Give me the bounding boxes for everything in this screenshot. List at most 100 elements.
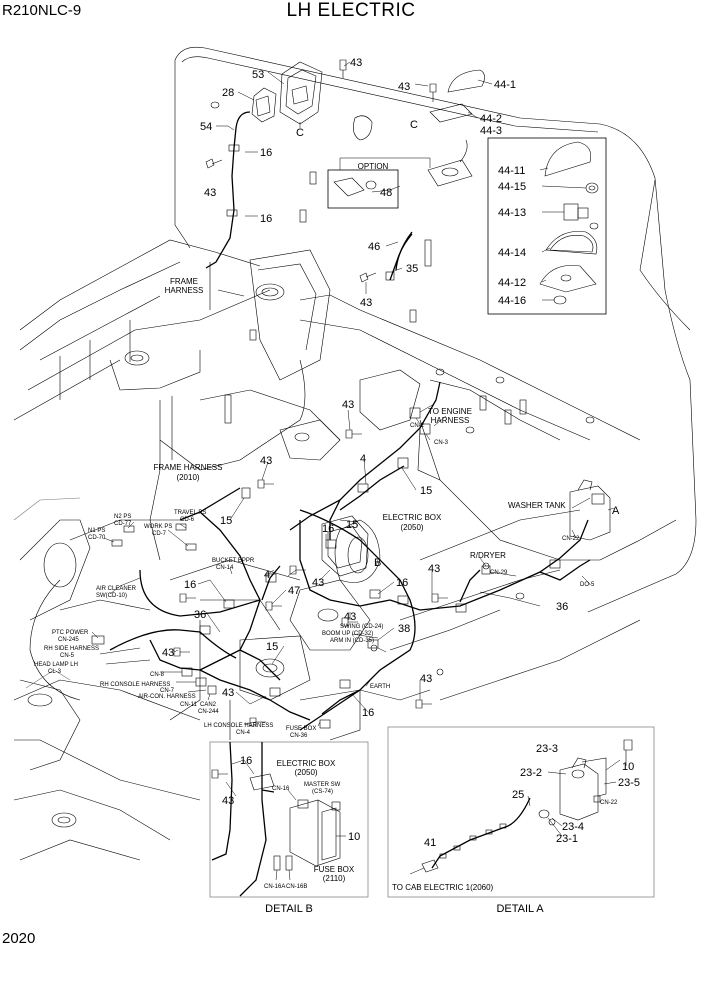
boom-up-label: BOOM UP (CD-32): [322, 631, 373, 637]
air-con-label: AIR-CON. HARNESS: [138, 694, 196, 700]
callout-15-b: 15: [220, 515, 232, 527]
callout-c-b: C: [410, 119, 418, 131]
washer-tank-label: WASHER TANK: [508, 501, 566, 510]
cd7-label: CD-7: [152, 531, 167, 537]
callout-43-detail-b: 43: [222, 795, 234, 807]
detail-a-box: [387, 726, 655, 898]
callout-4-a: 4: [360, 453, 366, 465]
callout-44-11: 44-11: [498, 165, 525, 177]
cn16a-label: CN-16A: [264, 884, 285, 890]
callout-44-15: 44-15: [498, 181, 526, 193]
cn3-label: CN-3: [434, 440, 449, 446]
part-44-detail-box: [487, 137, 607, 315]
lh-console-label: LH CONSOLE HARNESS: [204, 723, 273, 729]
cn16b-label: CN-16B: [286, 884, 307, 890]
cn29-label: CN-29: [490, 570, 508, 576]
callout-23-5: 23-5: [618, 777, 640, 789]
callout-16-e: 16: [184, 579, 196, 591]
callout-10-detail-b: 10: [348, 831, 360, 843]
rh-console-label: RH CONSOLE HARNESS: [100, 682, 170, 688]
cn244-label: CN-244: [198, 709, 219, 715]
cn245-label: CN-245: [58, 637, 79, 643]
callout-46: 46: [368, 241, 380, 253]
detail-a-cn22-label: CN-22: [600, 800, 618, 806]
callout-35: 35: [406, 263, 418, 275]
callout-44-2: 44-2: [480, 113, 502, 125]
callout-43-f: 43: [260, 455, 272, 467]
detail-b-drawing: [211, 741, 346, 897]
r-dryer-label: R/DRYER: [470, 551, 506, 560]
detail-b-box: [209, 741, 369, 898]
callout-16-f: 16: [362, 707, 374, 719]
electric-box-number: (2050): [400, 523, 423, 532]
cn8-label: CN-8: [150, 672, 165, 678]
component-drawings: [251, 61, 611, 577]
cn36-label: CN-36: [290, 733, 308, 739]
callout-44-3: 44-3: [480, 125, 502, 137]
callout-10-detail-a: 10: [622, 761, 634, 773]
callout-53: 53: [252, 69, 264, 81]
callout-43-b: 43: [204, 187, 216, 199]
callout-15-c: 15: [346, 519, 358, 531]
callout-23-4: 23-4: [562, 821, 584, 833]
work-ps-label: WORK PS: [144, 524, 172, 530]
detail-b-cn16-label: CN-16: [272, 786, 290, 792]
text-labels: FRAME HARNESS TO ENGINE HARNESS CN-2 CN-…: [34, 277, 618, 915]
arm-in-label: ARM IN (CD-35): [330, 638, 374, 644]
ptc-power-label: PTC POWER: [52, 630, 89, 636]
frame-harness-2010-label-2: (2010): [176, 473, 199, 482]
n1ps-label: N1 PS: [88, 528, 105, 534]
callout-43-g: 43: [312, 577, 324, 589]
cn7-label: CN-7: [160, 688, 175, 694]
detail-a-title: DETAIL A: [496, 903, 544, 915]
callout-25: 25: [512, 789, 524, 801]
earth-label: EARTH: [370, 684, 390, 690]
fuse-box-number: (2110): [323, 874, 346, 883]
callout-16-a: 16: [260, 147, 272, 159]
cn22-label: CN-22: [562, 536, 580, 542]
callout-44-14: 44-14: [498, 247, 526, 259]
callout-b: B: [374, 557, 381, 569]
to-engine-label-1: TO ENGINE: [428, 407, 472, 416]
n2ps-label: N2 PS: [114, 514, 131, 520]
master-sw-label: MASTER SW: [304, 782, 341, 788]
callout-43-i: 43: [344, 611, 356, 623]
callout-23-1: 23-1: [556, 833, 578, 845]
detail-a-drawing: [409, 739, 633, 875]
cl3-label: CL-3: [48, 669, 62, 675]
frame-harness-label-2: HARNESS: [165, 286, 204, 295]
detail-b-title: DETAIL B: [265, 903, 313, 915]
can2-label: CAN2: [200, 702, 217, 708]
air-cleaner-label: AIR CLEANER: [96, 586, 137, 592]
callout-44-1: 44-1: [494, 79, 516, 91]
cn11-label: CN-11: [180, 702, 198, 708]
cd70-label: CD-70: [88, 535, 106, 541]
callout-43-c: 43: [398, 81, 410, 93]
cn5-label: CN-5: [60, 653, 75, 659]
to-cab-label: TO CAB ELECTRIC 1(2060): [392, 883, 494, 892]
callout-54: 54: [200, 121, 212, 133]
callout-43-k: 43: [222, 687, 234, 699]
callout-36-b: 36: [194, 609, 206, 621]
callout-c-a: C: [296, 127, 304, 139]
upper-frame-outline: [13, 46, 697, 861]
bucket-eppr-label: BUCKET EPPR: [212, 558, 255, 564]
callout-43-e: 43: [342, 399, 354, 411]
page-number: 2020: [2, 930, 36, 947]
callout-16-b: 16: [260, 213, 272, 225]
frame-harness-label-1: FRAME: [170, 277, 198, 286]
frame-harness-2010-label-1: FRAME HARNESS: [154, 463, 223, 472]
callout-4-b: 4: [264, 569, 270, 581]
cn4-label: CN-4: [236, 730, 251, 736]
callout-28: 28: [222, 87, 234, 99]
clips-and-bolts: [91, 59, 561, 729]
detail-b-electric-box-number: (2050): [294, 768, 317, 777]
callout-43-l: 43: [420, 673, 432, 685]
callout-15-d: 15: [266, 641, 278, 653]
callout-43-a: 43: [350, 57, 362, 69]
air-cleaner-sw-label: SW(CD-10): [96, 593, 127, 599]
head-lamp-label: HEAD LAMP LH: [34, 662, 78, 668]
cn14-label: CN-14: [216, 565, 234, 571]
